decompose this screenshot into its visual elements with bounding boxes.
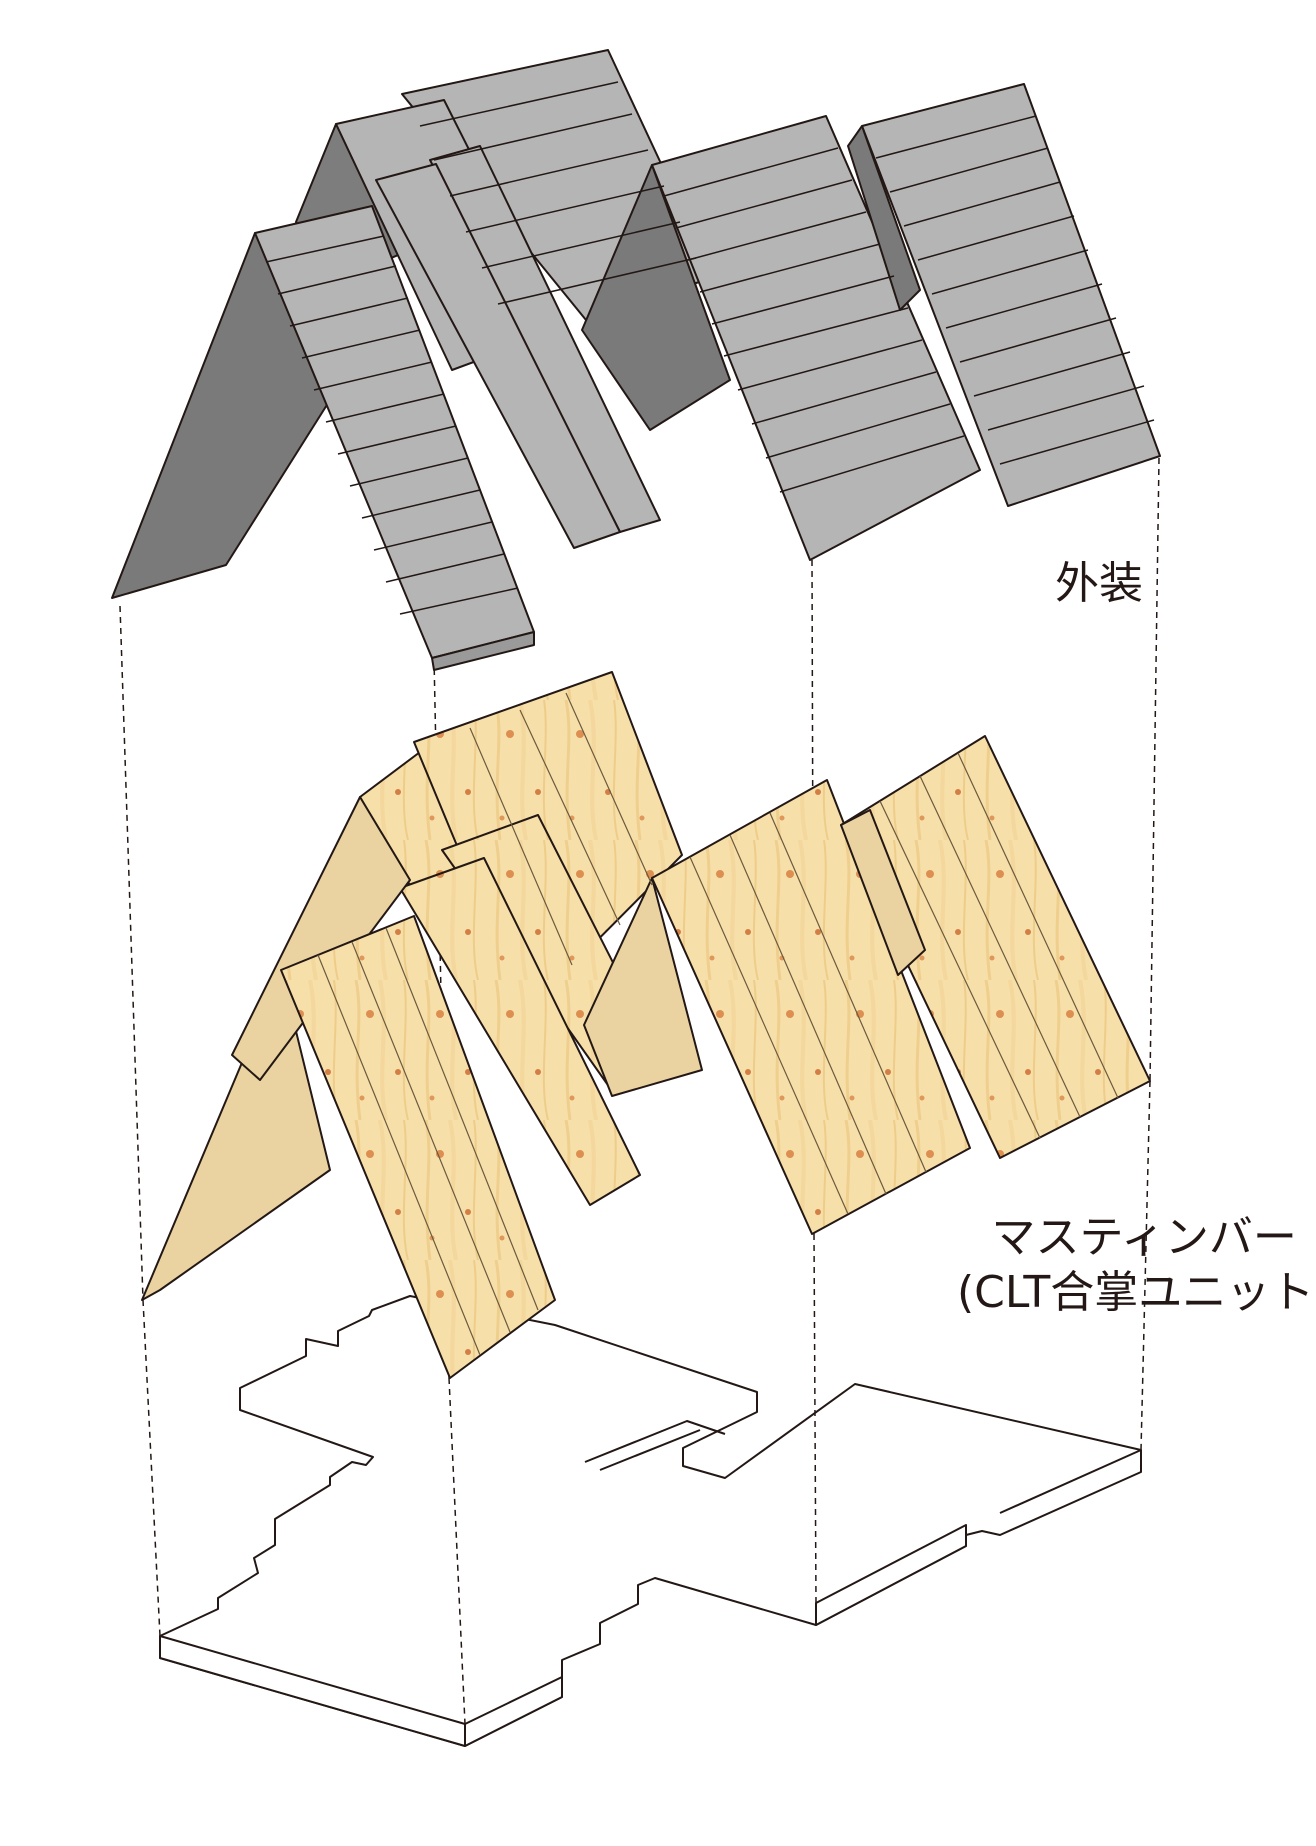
- clt-gable-front-left-side: [141, 969, 331, 1301]
- exterior-siding-lines: [265, 81, 1155, 615]
- exterior-gable-far-right-side: [847, 125, 921, 311]
- clt-gable-far-right-side: [840, 809, 926, 976]
- exterior-panel-mid-2: [375, 163, 621, 549]
- label-clt-line1: マスティンバー: [991, 1212, 1297, 1263]
- exterior-panel-front-left-edge: [431, 631, 535, 671]
- exterior-panel-right: [651, 115, 981, 561]
- label-clt-units: マスティンバー (CLT合掌ユニット): [957, 1210, 1316, 1320]
- exterior-cladding: [111, 49, 1161, 671]
- clt-gable-back-left-side: [231, 796, 411, 1081]
- clt-panel-mid-2: [399, 857, 641, 1206]
- exterior-panel-far-right: [861, 83, 1161, 507]
- floor-slab: [159, 1295, 1142, 1747]
- label-clt-line2: (CLT合掌ユニット): [957, 1267, 1316, 1318]
- label-exterior: 外装: [1055, 558, 1143, 609]
- clt-panel-seams: [317, 692, 1119, 1356]
- clt-panel-right: [651, 779, 971, 1235]
- clt-panel-far-right: [840, 735, 1151, 1159]
- exterior-gable-right-side: [581, 164, 731, 431]
- floor-slab-notch: [584, 1420, 726, 1471]
- clt-gable-right-side: [583, 877, 703, 1097]
- clt-rafter-units: [141, 671, 1151, 1379]
